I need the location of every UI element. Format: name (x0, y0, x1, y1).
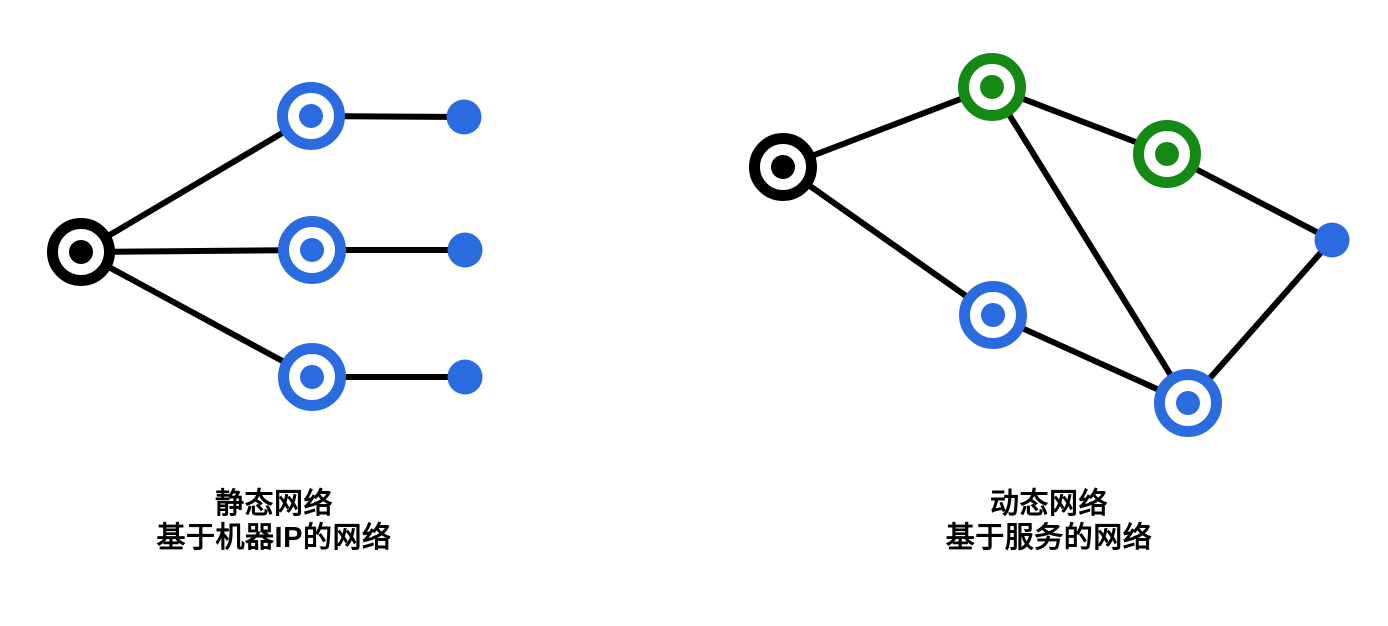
static-network-node-dot3 (447, 359, 483, 395)
dynamic-network-graph (749, 53, 1350, 437)
static-network-node-hub (47, 218, 115, 286)
dynamic-network-caption: 动态网络 基于服务的网络 (799, 487, 1299, 555)
dynamic-network-title: 动态网络 (989, 488, 1108, 520)
dynamic-network-edge-hub-green1 (780, 84, 995, 170)
static-network-graph (47, 82, 483, 411)
dynamic-network-edge-green1-blue2 (989, 84, 1191, 406)
dynamic-network-node-green1 (958, 53, 1026, 121)
static-network-node-dot2 (447, 232, 483, 268)
dynamic-network-node-hub (749, 133, 817, 201)
dynamic-network-node-blue1 (959, 281, 1027, 349)
static-network-edge-hub-ring2 (78, 247, 315, 255)
dynamic-network-edge-blue2-dot1 (1185, 237, 1335, 406)
static-network-node-ring2 (278, 216, 346, 284)
dynamic-network-edge-hub-blue1 (780, 164, 996, 318)
dynamic-network-edge-blue1-blue2 (990, 312, 1191, 406)
dynamic-network-node-blue2 (1154, 369, 1222, 437)
static-network-node-ring3 (278, 343, 346, 411)
dynamic-network-node-dot1 (1314, 222, 1350, 258)
static-network-edge-hub-ring3 (78, 249, 315, 380)
static-network-node-ring1 (277, 82, 345, 150)
static-network-node-dot1 (446, 99, 482, 135)
dynamic-network-subtitle: 基于服务的网络 (945, 522, 1153, 554)
static-network-caption: 静态网络 基于机器IP的网络 (24, 487, 524, 555)
static-network-title: 静态网络 (214, 488, 333, 520)
dynamic-network-node-green2 (1133, 120, 1201, 188)
static-network-edge-hub-ring1 (78, 113, 314, 255)
static-network-subtitle: 基于机器IP的网络 (156, 522, 392, 554)
